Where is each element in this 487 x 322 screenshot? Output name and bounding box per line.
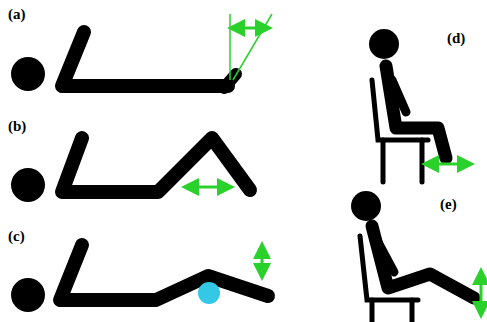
figure-b: [62, 138, 250, 192]
figure-e: [372, 226, 474, 298]
figure-c: [60, 245, 268, 300]
head: [369, 29, 399, 59]
motion-arrow: [190, 186, 226, 189]
head: [11, 57, 45, 91]
figure-d: [386, 66, 446, 158]
motion-arrow: [236, 27, 264, 30]
motion-arrow: [430, 163, 466, 166]
panel-label: (e): [440, 196, 457, 213]
knee-roll: [198, 282, 220, 304]
head: [11, 278, 45, 312]
panel-label: (d): [447, 30, 465, 47]
motion-arrow: [480, 276, 483, 310]
motion-guide-a: [230, 14, 272, 80]
figure-a: [62, 32, 236, 88]
panel-label: (b): [8, 118, 26, 135]
motion-arrow: [261, 250, 264, 272]
head: [351, 191, 381, 221]
head: [11, 168, 45, 202]
panel-label: (a): [8, 6, 26, 23]
panel-label: (c): [8, 228, 25, 245]
